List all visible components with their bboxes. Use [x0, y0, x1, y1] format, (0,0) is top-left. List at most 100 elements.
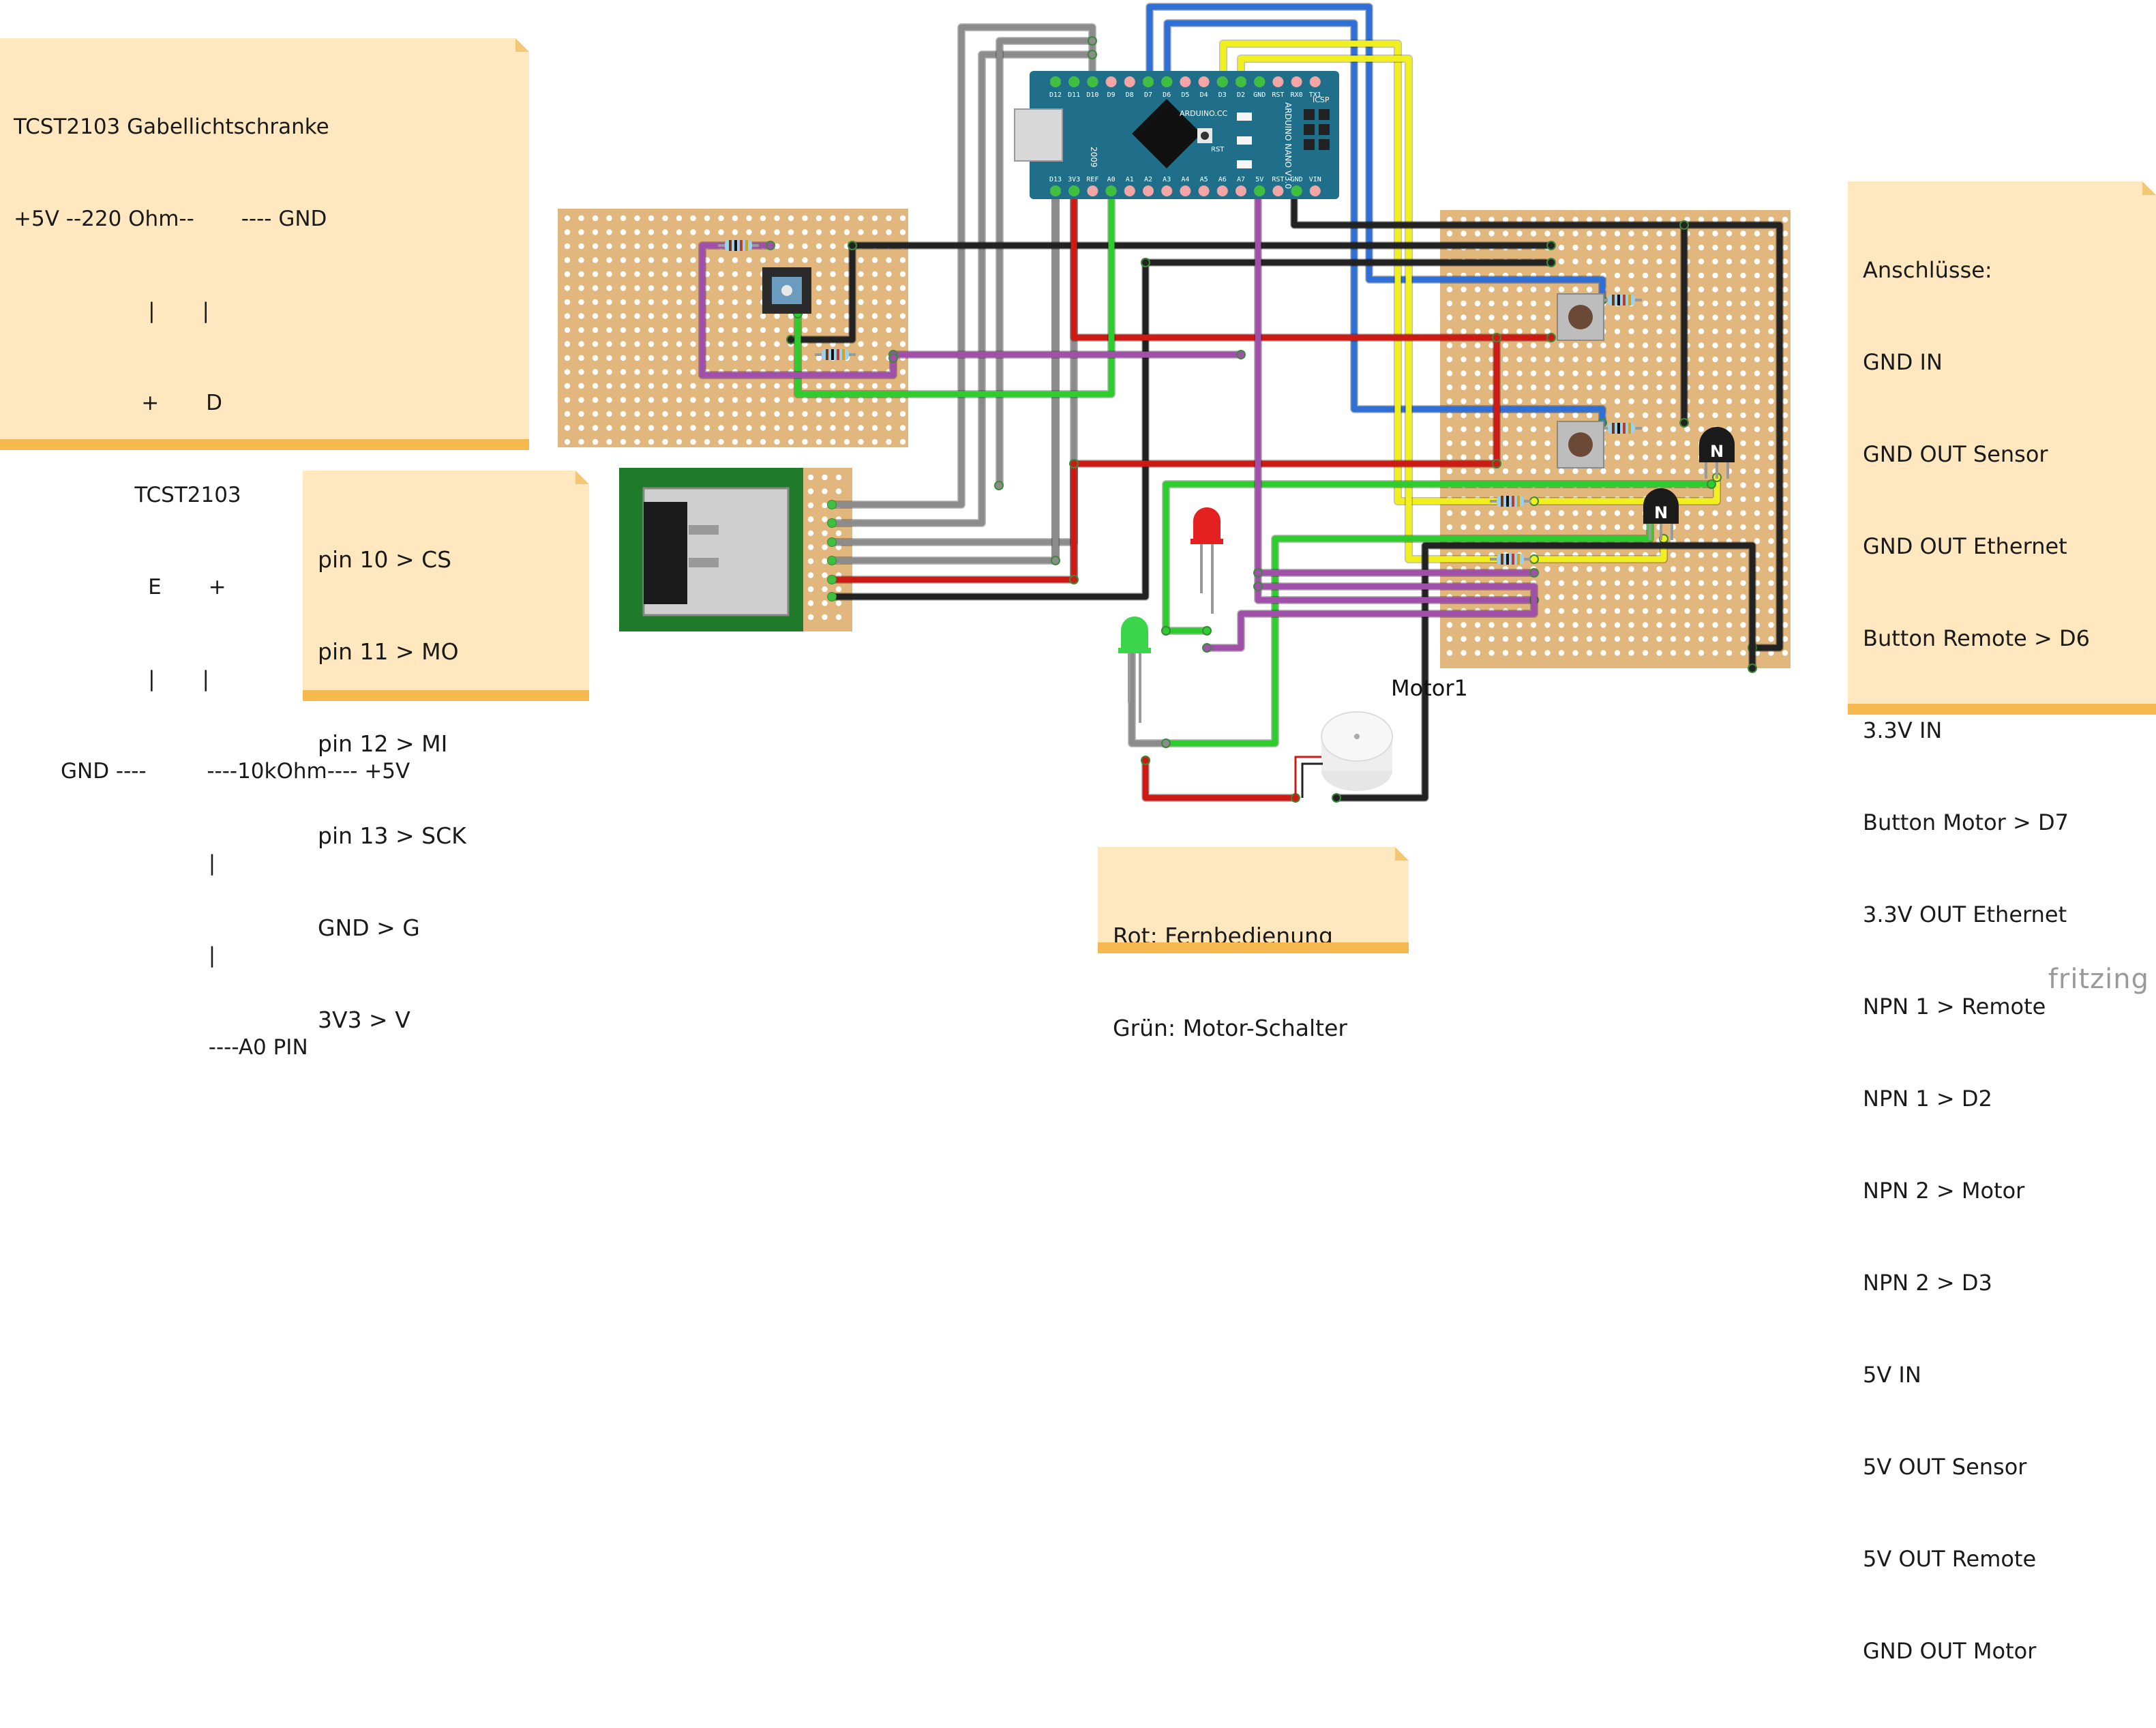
pcb-hole	[1656, 328, 1662, 335]
pcb-hole	[788, 327, 794, 333]
wire-end	[1679, 418, 1689, 428]
led-body	[1193, 507, 1221, 540]
pcb-hole	[1488, 370, 1495, 376]
pcb-hole	[1712, 272, 1718, 279]
pcb-hole	[1670, 412, 1677, 419]
pcb-hole	[1670, 426, 1677, 432]
pcb-hole	[1446, 524, 1453, 531]
pcb-hole	[807, 572, 814, 578]
pcb-hole	[1502, 650, 1509, 656]
pcb-hole	[648, 327, 655, 333]
pcb-hole	[1474, 636, 1481, 642]
pcb-hole	[1670, 398, 1677, 404]
pcb-hole	[1502, 468, 1509, 475]
pcb-hole	[899, 215, 906, 222]
pcb-hole	[1461, 636, 1467, 642]
pin-label: D7	[1144, 91, 1152, 99]
header-pin-used	[1254, 76, 1266, 87]
pcb-hole	[1572, 580, 1578, 586]
pcb-hole	[1782, 230, 1788, 237]
pcb-hole	[843, 327, 850, 333]
pcb-hole	[830, 327, 836, 333]
pcb-hole	[835, 488, 842, 494]
wire-end	[1679, 220, 1689, 230]
pcb-hole	[1530, 440, 1537, 447]
pcb-hole	[690, 271, 696, 278]
pcb-hole	[746, 397, 752, 403]
pcb-hole	[1782, 384, 1788, 391]
pcb-hole	[620, 438, 627, 445]
pcb-hole	[1768, 412, 1774, 419]
led-rim	[1118, 648, 1151, 653]
pcb-hole	[662, 397, 668, 403]
pcb-hole	[1544, 230, 1551, 237]
pcb-hole	[1740, 580, 1746, 586]
pcb-hole	[1558, 594, 1565, 600]
pcb-hole	[676, 397, 683, 403]
blue-wire-d7	[1146, 3, 1606, 303]
note-line: 3.3V OUT Ethernet	[1863, 902, 2067, 927]
wire-end	[1051, 556, 1060, 565]
pcb-hole	[807, 544, 814, 550]
pcb-hole	[578, 397, 584, 403]
resistor-band	[842, 349, 845, 360]
pcb-hole	[1530, 314, 1537, 321]
pcb-hole	[1558, 356, 1565, 363]
pcb-hole	[1558, 258, 1565, 265]
pcb-hole	[760, 438, 766, 445]
pcb-hole	[662, 313, 668, 319]
pcb-hole	[858, 327, 864, 333]
pcb-hole	[1642, 426, 1649, 432]
pcb-hole	[1614, 356, 1621, 363]
pcb-hole	[564, 411, 571, 417]
pcb-hole	[830, 299, 836, 306]
pcb-hole	[802, 243, 808, 250]
pcb-hole	[1530, 510, 1537, 516]
wire-end	[1161, 626, 1171, 636]
pcb-hole	[1670, 258, 1677, 265]
pcb-hole	[1586, 594, 1593, 600]
note-line: GND ---- ----10kOhm---- +5V	[14, 759, 410, 784]
pcb-hole	[1754, 412, 1761, 419]
note-line: 3.3V IN	[1863, 717, 1943, 743]
pcb-hole	[1712, 286, 1718, 293]
pcb-hole	[1768, 538, 1774, 544]
pcb-hole	[1768, 552, 1774, 558]
pcb-hole	[774, 425, 780, 431]
pcb-hole	[774, 215, 780, 222]
led-green	[1118, 616, 1151, 723]
pcb-hole	[1586, 258, 1593, 265]
pcb-hole	[1572, 608, 1578, 614]
pcb-hole	[634, 383, 640, 389]
pcb-hole	[1586, 216, 1593, 223]
pcb-hole	[788, 313, 794, 319]
pcb-hole	[718, 411, 724, 417]
pcb-hole	[620, 299, 627, 306]
pcb-hole	[690, 313, 696, 319]
pcb-hole	[1642, 300, 1649, 307]
pin-label: D11	[1068, 91, 1080, 99]
pcb-hole	[1488, 636, 1495, 642]
header-pin	[1309, 185, 1321, 196]
pcb-hole	[1782, 412, 1788, 419]
pcb-hole	[822, 558, 828, 565]
pcb-hole	[1614, 566, 1621, 572]
pcb-hole	[1586, 286, 1593, 293]
pcb-hole	[1558, 286, 1565, 293]
pcb-hole	[1712, 300, 1718, 307]
pcb-hole	[1656, 244, 1662, 251]
pcb-hole	[1446, 230, 1453, 237]
pcb-hole	[1726, 580, 1733, 586]
pcb-hole	[1446, 636, 1453, 642]
pcb-hole	[1670, 580, 1677, 586]
pcb-hole	[1502, 412, 1509, 419]
pcb-hole	[1698, 398, 1705, 404]
pcb-hole	[1488, 314, 1495, 321]
pcb-hole	[1474, 524, 1481, 531]
resistor-npn1	[1490, 496, 1531, 507]
pcb-hole	[858, 425, 864, 431]
pcb-hole	[1558, 622, 1565, 628]
pcb-hole	[1628, 440, 1634, 447]
pcb-hole	[835, 530, 842, 537]
pcb-hole	[1768, 300, 1774, 307]
